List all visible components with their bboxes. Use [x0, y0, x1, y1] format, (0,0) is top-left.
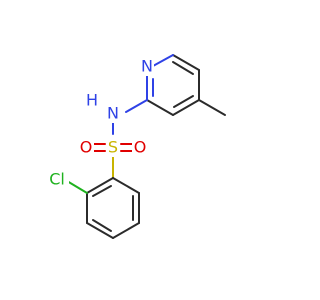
atom-labels: N H N S O O Cl — [45, 57, 154, 189]
bond-benz-c4-c5 — [112, 222, 140, 239]
bond-pyr-double-1 — [173, 95, 194, 108]
bond-pyr-c3-c4 — [172, 99, 200, 116]
bond-pyr-c2-c3 — [146, 99, 174, 116]
molecule-structure: N H N S O O Cl — [45, 54, 226, 239]
oxygen-left-label: O — [80, 138, 93, 157]
bond-benz-c6-c1 — [112, 177, 140, 194]
bond-benz-c3-c4 — [86, 222, 114, 239]
oxygen-right-label: O — [134, 138, 147, 157]
bond-benz-c1-c2 — [86, 177, 114, 194]
sulfur-label: S — [108, 138, 118, 157]
bond-pyr-double-2 — [172, 61, 194, 75]
chlorine-label: Cl — [49, 170, 65, 189]
amide-hydrogen-label: H — [86, 91, 98, 110]
amide-nitrogen-label: N — [107, 104, 119, 123]
bond-benz-double-2 — [92, 219, 112, 232]
pyridine-nitrogen-label: N — [141, 57, 153, 76]
bond-c2-cl — [66, 180, 88, 194]
bond-pyr-c5-c6 — [172, 54, 200, 71]
bond-methyl — [198, 99, 226, 116]
bond-benz-double-1 — [92, 185, 112, 197]
bond-c2-n-amide — [125, 99, 148, 113]
bond-pyr-c6-n — [152, 54, 174, 67]
